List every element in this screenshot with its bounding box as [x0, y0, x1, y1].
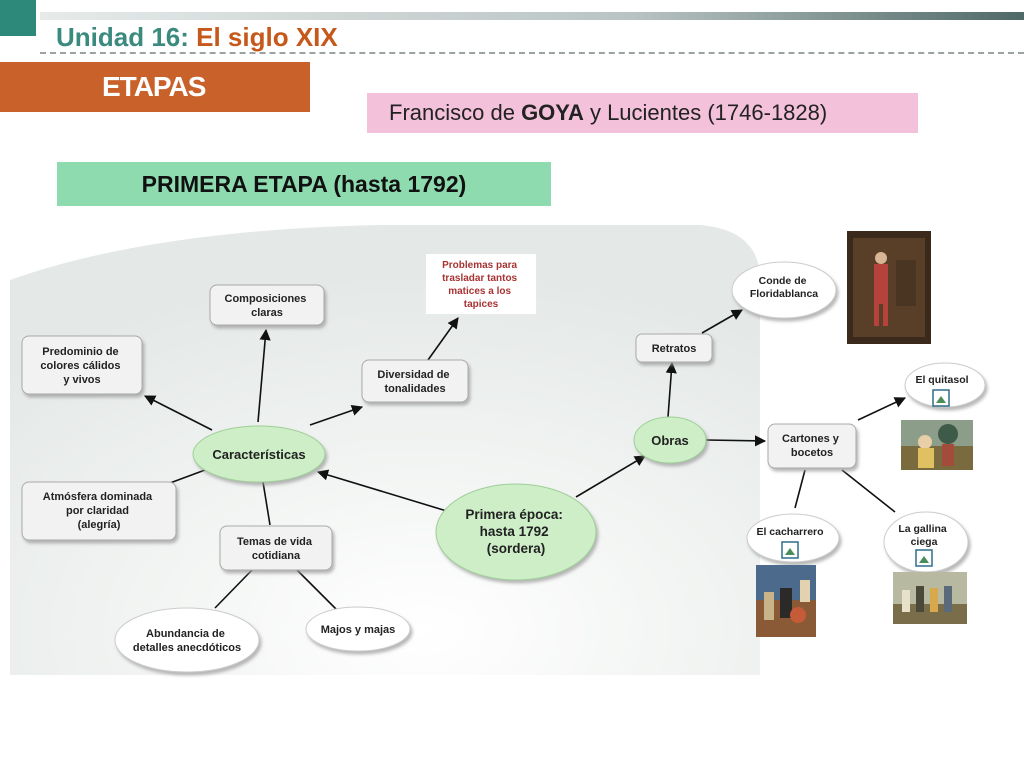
svg-text:Composiciones claras: Composiciones claras: [225, 293, 310, 319]
svg-text:Atmósfera dominada por c: Atmósfera dominada por claridad (alegría…: [43, 491, 155, 531]
painting-el-cacharrero: [756, 565, 816, 637]
node-majos: Majos y majas: [305, 606, 411, 652]
node-diversidad: Diversidad de tonalidades: [361, 359, 469, 403]
node-atmosfera: Atmósfera dominada por claridad (alegría…: [21, 481, 177, 541]
stage-banner: PRIMERA ETAPA (hasta 1792): [57, 162, 551, 206]
edge-car-diversidad: [309, 405, 364, 426]
edge-cartones-quitasol: [857, 397, 907, 421]
artist-banner: Francisco de GOYA y Lucientes (1746-1828…: [367, 93, 918, 133]
edge-temas-abundancia: [214, 569, 253, 609]
svg-text:Conde de Floridablanca: Conde de Floridablanca: [750, 275, 818, 300]
node-obras: Obras: [633, 416, 707, 464]
svg-text:Diversidad de tonalidade: Diversidad de tonalidades: [377, 369, 452, 395]
svg-text:El cacharrero: El cacharrero: [756, 526, 823, 538]
edge-div-problemas: [427, 317, 459, 361]
node-problemas: Problemas para trasladar tantos matices …: [426, 254, 536, 314]
artist-bold: GOYA: [521, 100, 584, 125]
title-prefix: Unidad 16:: [56, 22, 197, 52]
painting-el-quitasol: [901, 420, 973, 470]
node-center: Primera época: hasta 1792 (sordera): [435, 483, 597, 581]
node-temas: Temas de vida cotidiana: [219, 525, 333, 571]
top-gradient-bar: [40, 12, 1024, 20]
edge-cartones-gallina: [841, 469, 896, 513]
edge-car-composiciones: [257, 328, 271, 423]
artist-post: y Lucientes (1746-1828): [583, 100, 828, 125]
painting-conde-floridablanca: [847, 231, 931, 344]
edge-car-predominio: [144, 395, 213, 431]
edge-car-atmosfera: [169, 469, 206, 484]
svg-text:La gallina ciega: La gallina ciega: [898, 523, 949, 548]
edge-obras-retratos: [665, 361, 677, 418]
svg-text:Obras: Obras: [651, 433, 689, 448]
svg-text:Majos y majas: Majos y majas: [321, 624, 396, 636]
svg-text:Cartones y bocetos: Cartones y bocetos: [782, 433, 842, 459]
node-predominio: Predominio de colores cálidos y vivos: [21, 335, 143, 395]
painting-la-gallina-ciega: [893, 572, 967, 624]
node-abundancia: Abundancia de detalles anecdóticos: [114, 607, 260, 673]
edge-cartones-cacharrero: [794, 469, 806, 509]
concept-map: Predominio de colores cálidos y vivos Co…: [10, 225, 986, 675]
node-cacharrero: El cacharrero: [746, 513, 840, 563]
edge-retratos-conde: [701, 309, 743, 334]
edge-car-temas: [262, 481, 271, 526]
node-conde: Conde de Floridablanca: [731, 261, 837, 319]
node-gallina: La gallina ciega: [883, 511, 969, 573]
artist-pre: Francisco de: [389, 100, 522, 125]
svg-text:Primera época: hasta 179: Primera época: hasta 1792 (sordera): [465, 507, 566, 556]
svg-text:El quitasol: El quitasol: [915, 374, 968, 386]
page-title: Unidad 16: El siglo XIX: [56, 22, 338, 53]
svg-text:Retratos: Retratos: [652, 343, 697, 355]
node-quitasol: El quitasol: [904, 362, 986, 408]
edge-temas-majos: [296, 569, 338, 611]
edge-center-car: [316, 469, 451, 513]
svg-text:Abundancia de detalles a: Abundancia de detalles anecdóticos: [133, 628, 241, 654]
dashed-divider: [40, 52, 1024, 54]
section-banner: ETAPAS: [0, 62, 310, 112]
node-cartones: Cartones y bocetos: [767, 423, 857, 469]
edge-center-obras: [575, 455, 646, 498]
corner-square: [0, 0, 36, 36]
svg-text:Problemas para trasladar: Problemas para trasladar tantos matices …: [442, 260, 520, 310]
node-caracteristicas: Características: [192, 425, 326, 483]
svg-text:Características: Características: [212, 447, 305, 462]
node-composiciones: Composiciones claras: [209, 284, 325, 326]
title-accent: El siglo XIX: [196, 22, 338, 52]
node-retratos: Retratos: [635, 333, 713, 363]
svg-text:Temas de vida cotidiana: Temas de vida cotidiana: [237, 536, 315, 562]
edge-obras-cartones: [705, 435, 767, 447]
svg-text:Predominio de colores cá: Predominio de colores cálidos y vivos: [40, 346, 123, 386]
